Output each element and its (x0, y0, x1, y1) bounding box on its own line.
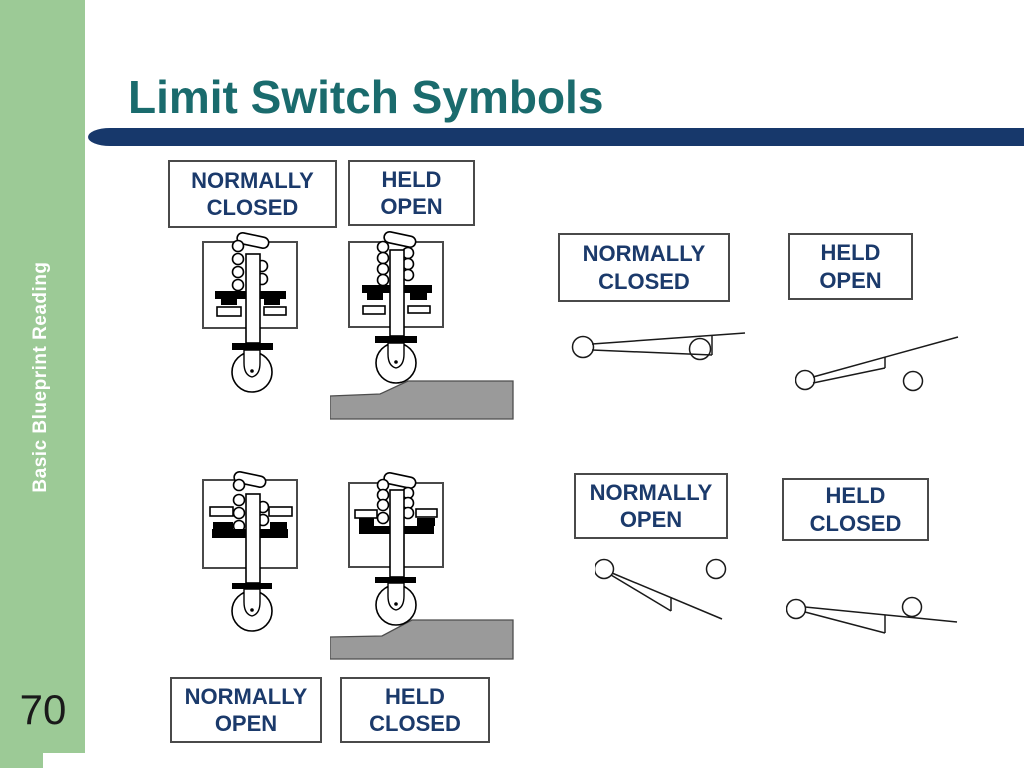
schematic-held-closed-symbol (786, 596, 958, 634)
label-normally-closed-top: NORMALLY CLOSED (168, 160, 337, 228)
cam-ramp-shape (330, 380, 514, 420)
label-normally-open-bottom: NORMALLY OPEN (170, 677, 322, 743)
label-normally-closed-symbol: NORMALLY CLOSED (558, 233, 730, 302)
label-held-closed-bottom: HELD CLOSED (340, 677, 490, 743)
physical-switch-normally-open-diagram (202, 471, 298, 632)
physical-switch-held-closed-diagram (330, 472, 514, 660)
page-number: 70 (19, 686, 67, 733)
schematic-normally-open-symbol (595, 558, 727, 620)
schematic-held-open-symbol (795, 336, 959, 392)
cam-ramp-shape (330, 619, 514, 660)
sidebar (0, 0, 85, 753)
label-held-closed-symbol: HELD CLOSED (782, 478, 929, 541)
label-held-open-symbol: HELD OPEN (788, 233, 913, 300)
sidebar-course-title: Basic Blueprint Reading (30, 261, 51, 493)
physical-switch-normally-closed-diagram (202, 232, 298, 393)
physical-switch-held-open-diagram (330, 231, 514, 420)
sidebar-bottom-tab (0, 753, 43, 768)
schematic-normally-closed-symbol (571, 332, 746, 361)
page-title: Limit Switch Symbols (128, 71, 604, 123)
label-held-open-top: HELD OPEN (348, 160, 475, 226)
title-underline-bar (88, 128, 1024, 146)
label-normally-open-symbol: NORMALLY OPEN (574, 473, 728, 539)
